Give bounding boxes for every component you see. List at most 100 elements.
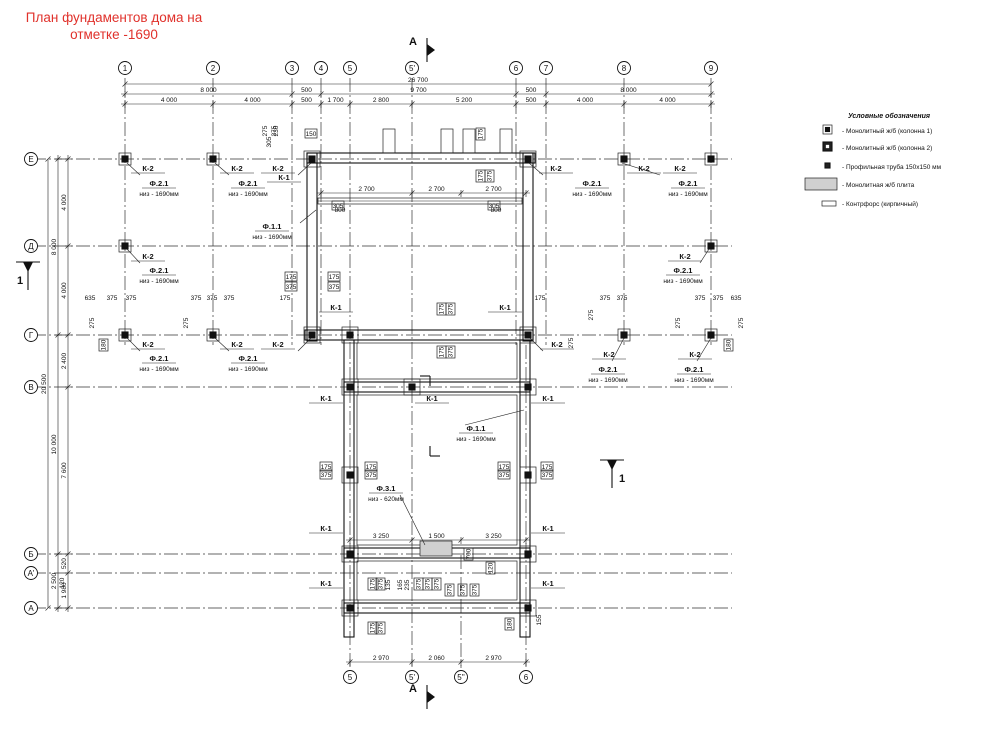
small-dim-value: 700 xyxy=(466,548,473,559)
axis-bubble-Е xyxy=(24,152,38,166)
column-core xyxy=(346,550,354,558)
column-k2 xyxy=(704,239,718,253)
leader-line xyxy=(528,162,544,176)
small-dim-value: 375 xyxy=(448,346,455,357)
column-core xyxy=(524,331,532,339)
section-mark-a: А xyxy=(409,36,435,62)
footing-mark-name: Ф.2.1 xyxy=(674,266,693,275)
small-dim-value: 175 xyxy=(286,274,297,281)
footing-mark-name: Ф.2.1 xyxy=(685,365,704,374)
footing-mark-name: К-2 xyxy=(272,340,283,349)
column-outline xyxy=(704,328,718,342)
small-dim-value: 375 xyxy=(224,295,235,302)
column-outline xyxy=(118,152,132,166)
footing-mark: К-2 xyxy=(220,340,254,350)
axis-bubble-5' xyxy=(405,61,419,75)
buttress-1 xyxy=(440,128,454,154)
dimension-value: 8 000 xyxy=(620,87,637,94)
small-dim-box xyxy=(327,271,341,282)
footing-mark-name: К-1 xyxy=(330,303,341,312)
dimension-value: 2 500 xyxy=(51,572,58,589)
axis-bubble-Б xyxy=(24,547,38,561)
small-dim-value: 375 xyxy=(378,578,385,589)
small-dim-value: 375 xyxy=(107,295,118,302)
column-outline xyxy=(617,328,631,342)
footing-mark: К-1 xyxy=(309,394,343,404)
dimension-value: 500 xyxy=(301,87,312,94)
small-dim-box xyxy=(327,281,341,292)
column-k2 xyxy=(206,328,220,342)
axis-bubble-label: 3 xyxy=(290,64,295,73)
footing-mark-name: К-2 xyxy=(272,164,283,173)
footing-mark-name: Ф.2.1 xyxy=(679,179,698,188)
dimension-value: 3 250 xyxy=(485,533,502,540)
column-core xyxy=(121,242,129,250)
small-dim-value: 375 xyxy=(366,472,377,479)
small-dim-value: 165 xyxy=(397,579,404,590)
section-arrow xyxy=(427,44,435,56)
section-arrow xyxy=(427,691,435,703)
axis-bubble-Г xyxy=(24,328,38,342)
small-dim-value: 375 xyxy=(487,170,494,181)
legend: Условные обозначения- Монолитный ж/б (ко… xyxy=(804,112,942,208)
footing-mark-name: Ф.2.1 xyxy=(150,354,169,363)
footing-mark-name: Ф.2.1 xyxy=(239,354,258,363)
small-dim-value: 175 xyxy=(366,464,377,471)
column-core xyxy=(620,155,628,163)
footing-mark-name: К-2 xyxy=(231,164,242,173)
footing-mark: К-2 xyxy=(220,164,254,174)
footing-mark-name: Ф.2.1 xyxy=(150,266,169,275)
small-dim-box xyxy=(484,169,495,183)
small-dim-box xyxy=(497,461,511,472)
column-k1 xyxy=(341,378,359,396)
column-core xyxy=(408,383,416,391)
dimension-value: 500 xyxy=(526,97,537,104)
leader-line xyxy=(214,162,230,176)
dimension-value: 4 000 xyxy=(161,97,178,104)
small-dim-value: 120 xyxy=(59,577,66,588)
dimension-value: 1 700 xyxy=(327,97,344,104)
column-core xyxy=(346,604,354,612)
small-dim-box xyxy=(485,561,496,575)
small-dim-box xyxy=(445,302,456,316)
small-dim-value: 275 xyxy=(738,317,745,328)
column-1-icon xyxy=(822,124,833,135)
footing-mark-name: К-1 xyxy=(320,579,331,588)
small-dim-box xyxy=(375,577,386,591)
column-outline xyxy=(206,152,220,166)
small-dim-value: 175 xyxy=(321,464,332,471)
dimension-tick xyxy=(122,81,128,87)
dimension-tick xyxy=(45,156,51,162)
column-core xyxy=(121,155,129,163)
axis-bubble-1 xyxy=(118,61,132,75)
column-k1 xyxy=(303,150,321,168)
leader-line xyxy=(611,337,625,362)
small-dim-box xyxy=(445,345,456,359)
column-k2 xyxy=(617,152,631,166)
dimension-value: 7 600 xyxy=(61,462,68,479)
small-dim-box xyxy=(364,469,378,480)
strip-footing-right-upper xyxy=(522,152,534,342)
small-dim-box xyxy=(723,338,734,352)
footing-mark-name: К-1 xyxy=(278,173,289,182)
small-dim-box xyxy=(475,127,486,141)
footing-mark-bottom: низ - 1690мм xyxy=(674,377,714,384)
column-k1 xyxy=(341,545,359,563)
axis-bubble-label: 4 xyxy=(319,64,324,73)
small-dim-value: 375 xyxy=(321,472,332,479)
small-dim-value: 120 xyxy=(488,562,495,573)
dimension-value: 500 xyxy=(301,97,312,104)
legend-item-text: - Контрфорс (кирпичный) xyxy=(842,200,918,208)
axis-bubble-label: 8 xyxy=(622,64,627,73)
column-k2 xyxy=(206,152,220,166)
dimension-value: 2 400 xyxy=(61,352,68,369)
small-dim-value: 375 xyxy=(416,578,423,589)
small-dim-value: 375 xyxy=(378,622,385,633)
legend-swatch xyxy=(804,177,838,191)
